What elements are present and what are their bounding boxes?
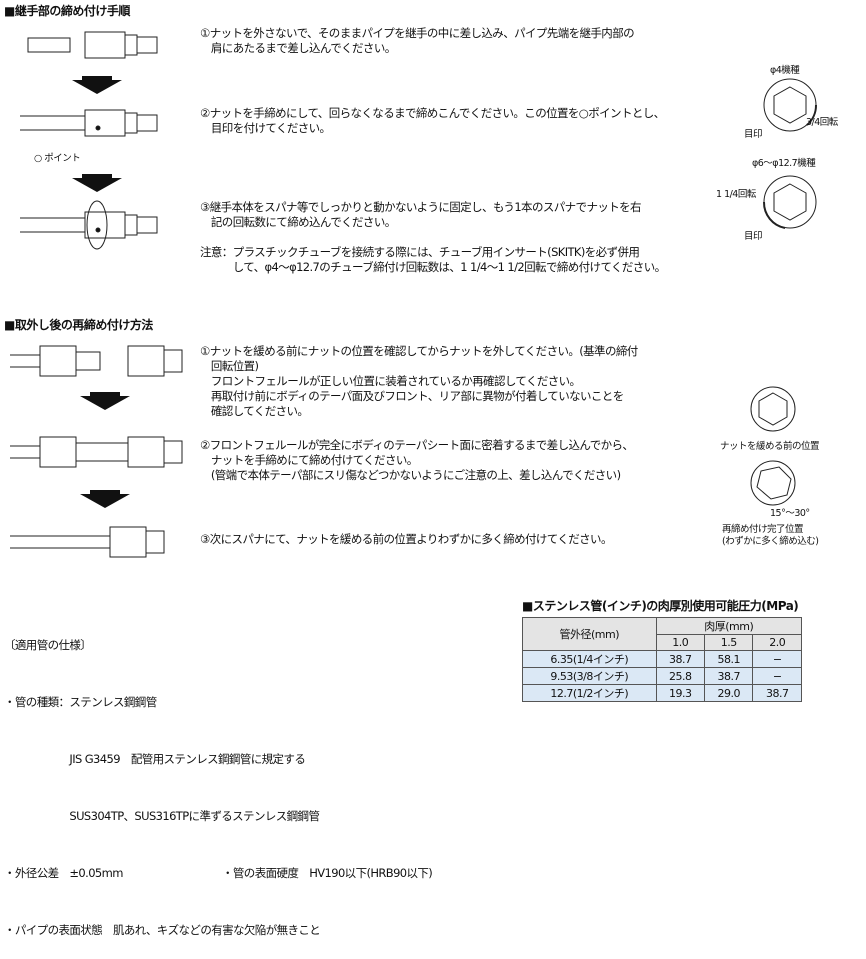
note-text: 注意：プラスチックチューブを接続する際には、チューブ用インサート(SKITK)を… [200,245,666,274]
col-header: 管外径(mm) [522,617,657,651]
section1-title: ■継手部の締め付け手順 [4,4,130,18]
thickness-header: 1.0 [655,634,706,651]
tightening-steps-illustration [20,31,158,250]
spec-section: 〔適用管の仕様〕 ・管の種類：ステンレス鋼鋼管 JIS G3459 配管用ステン… [4,598,433,959]
diag1-mark: 目印 [744,129,763,140]
spec-hardness: ・管の表面硬度 HV190以下(HRB90以下) [222,866,433,880]
thickness-header: 2.0 [752,634,802,651]
pressure-cell: 38.7 [655,650,706,668]
outer-diameter-cell: 9.53(3/8インチ) [522,667,657,685]
pressure-cell: − [752,650,802,668]
quarter-turn-diagram [763,78,818,132]
spec-line: SUS304TP、SUS316TPに準ずるステンレス鋼鋼管 [4,809,320,823]
point-label: ○ ポイント [34,153,81,164]
spec-tolerance: ・外径公差 ±0.05mm [4,866,123,880]
table-header-row: 管外径(mm)肉厚(mm) [522,617,803,651]
re-step1-text: ①ナットを緩める前にナットの位置を確認してからナットを外してください。(基準の締… [200,344,638,418]
pressure-cell: 38.7 [752,684,802,702]
re-step3-text: ③次にスパナにて、ナットを緩める前の位置よりわずかに多く締め付けてください。 [200,532,612,546]
thickness-header: 1.5 [704,634,754,651]
retightening-illustration [10,345,183,558]
group-header: 肉厚(mm) [655,617,803,635]
pressure-cell: 38.7 [704,667,754,685]
pressure-cell: 25.8 [655,667,706,685]
outer-diameter-cell: 6.35(1/4インチ) [522,650,657,668]
angle-label: 15°〜30° [770,508,810,519]
turn-diagram-2 [762,175,817,229]
spec-title: 〔適用管の仕様〕 [4,638,92,652]
step3-text: ③継手本体をスパナ等でしっかりと動かないように固定し、もう1本のスパナでナットを… [200,200,642,229]
pressure-cell: 29.0 [704,684,754,702]
step2-text: ②ナットを手締めにして、回らなくなるまで締めこんでください。この位置を○ポイント… [200,106,665,135]
after-label: 再締め付け完了位置 (わずかに多く締め込む) [722,524,819,547]
step1-text: ①ナットを外さないで、そのままパイプを継手の中に差し込み、パイプ先端を継手内部の… [200,26,635,55]
re-step2-text: ②フロントフェルールが完全にボディのテーパシート面に密着するまで差し込んでから、… [200,438,634,482]
outer-diameter-cell: 12.7(1/2インチ) [522,684,657,702]
spec-line: ・管の種類：ステンレス鋼鋼管 [4,695,157,709]
diag1-title: φ4機種 [770,65,800,76]
spec-row: ・外径公差 ±0.05mm ・管の表面硬度 HV190以下(HRB90以下) [4,864,433,883]
table-title: ■ステンレス管(インチ)の肉厚別使用可能圧力(MPa) [522,599,799,613]
pressure-cell: 58.1 [704,650,754,668]
pressure-cell: − [752,667,802,685]
nut-position-diagrams [750,386,796,506]
spec-line: JIS G3459 配管用ステンレス鋼鋼管に規定する [4,752,306,766]
diag1-turn: 3/4回転 [806,117,838,128]
diag2-turn: 1 1/4回転 [716,189,756,200]
diag2-mark: 目印 [744,231,763,242]
spec-surface: ・パイプの表面状態 肌あれ、キズなどの有害な欠陥が無きこと [4,923,321,937]
diag2-title: φ6〜φ12.7機種 [752,158,816,169]
pressure-cell: 19.3 [655,684,706,702]
before-label: ナットを緩める前の位置 [720,441,820,452]
section2-title: ■取外し後の再締め付け方法 [4,318,153,332]
